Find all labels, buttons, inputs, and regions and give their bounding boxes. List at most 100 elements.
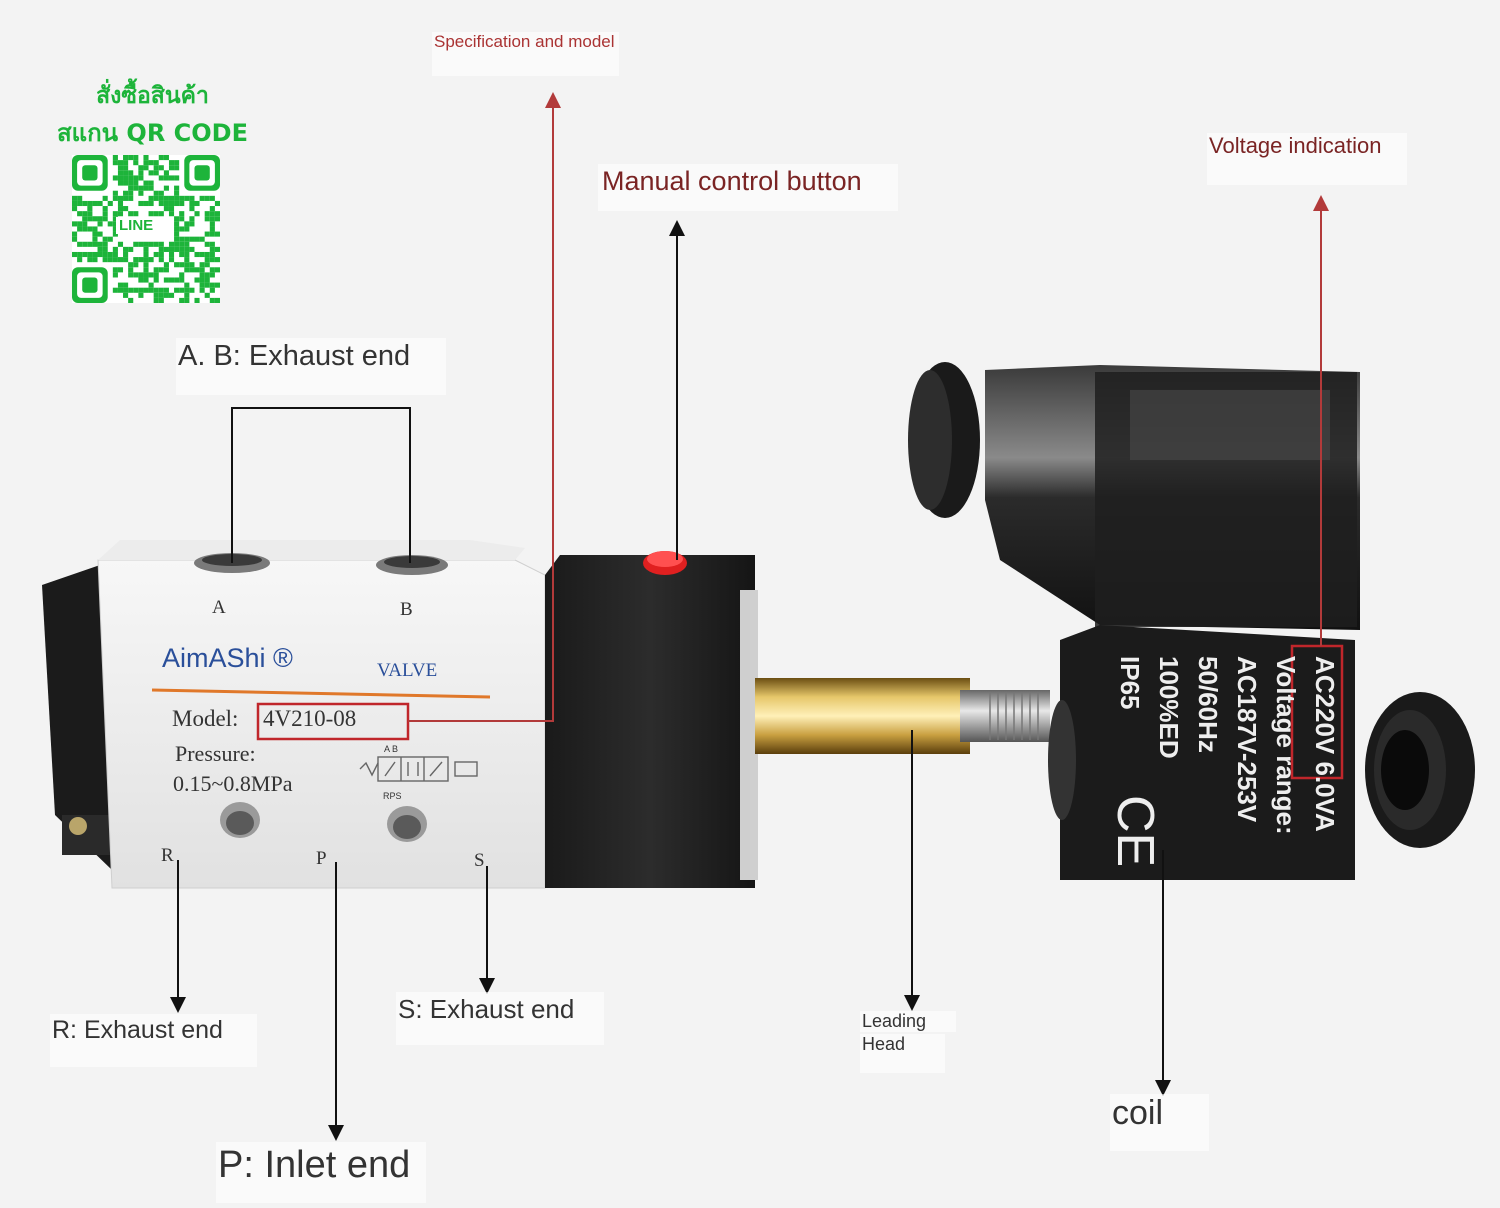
- qr-module: [123, 287, 129, 293]
- qr-module: [128, 246, 134, 252]
- qr-module: [184, 246, 190, 252]
- valve-word: VALVE: [377, 660, 438, 681]
- qr-module: [97, 246, 103, 252]
- qr-module: [184, 297, 190, 303]
- qr-module: [143, 165, 149, 171]
- qr-module: [92, 216, 98, 222]
- qr-module: [174, 216, 180, 222]
- qr-module: [204, 277, 210, 283]
- label-leading-line1: Leading: [860, 1011, 957, 1032]
- qr-module: [189, 206, 195, 212]
- qr-module: [128, 297, 134, 303]
- qr-module: [153, 267, 159, 273]
- qr-module: [153, 297, 159, 303]
- qr-module: [117, 206, 124, 212]
- qr-module: [174, 236, 180, 242]
- qr-module: [189, 200, 195, 207]
- qr-module: [174, 190, 180, 196]
- qr-module: [82, 226, 88, 232]
- qr-module: [209, 231, 215, 237]
- qr-module: [87, 251, 93, 258]
- qr-module: [163, 287, 169, 293]
- qr-module: [117, 241, 124, 247]
- qr-title-line1: สั่งซื้อสินค้า: [96, 83, 209, 109]
- qr-module: [112, 195, 118, 201]
- qr-module: [123, 155, 129, 161]
- qr-module: [158, 241, 164, 247]
- qr-module: [168, 175, 175, 181]
- label-p-inlet: P: Inlet end: [216, 1142, 427, 1203]
- qr-module: [77, 211, 83, 217]
- qr-module: [158, 211, 164, 217]
- qr-module: [204, 262, 210, 268]
- qr-module: [163, 170, 169, 176]
- qr-module: [184, 226, 190, 232]
- qr-module: [133, 241, 139, 247]
- qr-module: [189, 287, 195, 293]
- qr-module: [168, 195, 175, 201]
- qr-module: [214, 200, 220, 207]
- qr-module: [123, 292, 129, 298]
- qr-module: [184, 287, 190, 293]
- qr-module: [148, 185, 154, 191]
- qr-module: [179, 200, 185, 207]
- qr-module: [128, 155, 134, 161]
- coil-ip-rating: IP65: [1115, 656, 1145, 710]
- qr-module: [163, 200, 169, 207]
- solenoid-housing: [545, 555, 755, 888]
- qr-module: [133, 160, 139, 166]
- qr-module: [143, 251, 149, 258]
- qr-module: [214, 267, 220, 273]
- qr-module: [204, 241, 210, 247]
- qr-module: [179, 297, 185, 303]
- qr-module: [199, 262, 205, 268]
- qr-module: [92, 251, 98, 258]
- qr-module: [174, 262, 180, 268]
- coil-body: [1060, 625, 1355, 880]
- qr-module: [112, 231, 118, 237]
- qr-module: [153, 241, 159, 247]
- qr-module: [179, 272, 185, 278]
- qr-module: [143, 257, 149, 263]
- qr-module: [209, 251, 215, 258]
- qr-module: [112, 246, 118, 252]
- threaded-head: [960, 690, 1050, 742]
- label-spec-model: Specification and model: [432, 32, 619, 76]
- qr-module: [184, 221, 190, 227]
- qr-module: [209, 246, 215, 252]
- qr-module: [128, 180, 134, 186]
- qr-module: [87, 241, 93, 247]
- qr-module: [128, 272, 134, 278]
- qr-module: [153, 170, 159, 176]
- qr-module: [102, 195, 108, 201]
- qr-module: [123, 251, 129, 258]
- qr-finder: [194, 165, 210, 181]
- qr-line-logo: LINE: [116, 217, 157, 234]
- valve-symbol: [359, 756, 478, 782]
- qr-module: [184, 292, 190, 298]
- qr-title-line2: สแกน QR CODE: [57, 119, 248, 147]
- qr-module: [128, 267, 134, 273]
- qr-module: [158, 292, 164, 298]
- coil-frequency: 50/60Hz: [1193, 656, 1223, 753]
- qr-module: [143, 160, 149, 166]
- qr-module: [194, 277, 200, 283]
- qr-module: [102, 241, 108, 247]
- qr-module: [153, 160, 159, 166]
- qr-module: [189, 216, 195, 222]
- qr-module: [77, 221, 83, 227]
- qr-module: [133, 180, 139, 186]
- port-s-letter: S: [474, 850, 485, 871]
- qr-module: [128, 190, 134, 196]
- qr-module: [138, 277, 144, 283]
- qr-module: [143, 267, 149, 273]
- qr-module: [174, 185, 180, 191]
- qr-module: [209, 282, 215, 288]
- qr-module: [179, 236, 185, 242]
- valve-end-cap: [42, 565, 112, 870]
- qr-code[interactable]: [72, 155, 220, 303]
- qr-module: [209, 287, 215, 293]
- qr-module: [112, 251, 118, 258]
- port-b-letter: B: [400, 599, 413, 620]
- qr-module: [82, 211, 88, 217]
